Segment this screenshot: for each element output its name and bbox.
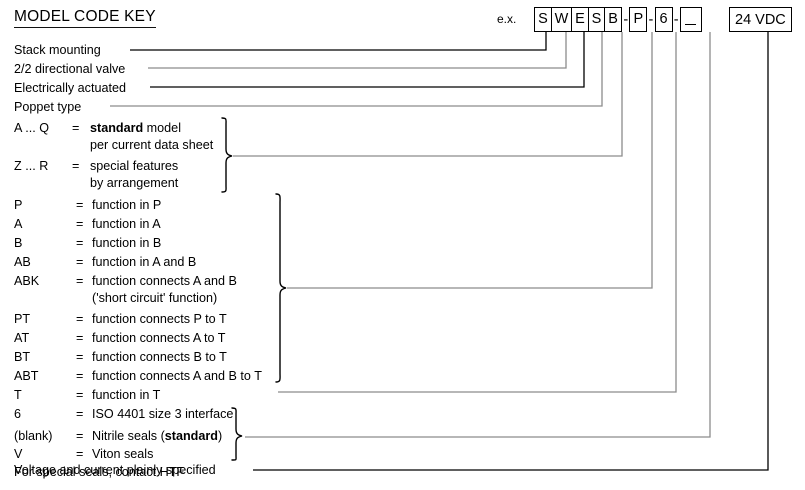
text-standard-bold: standard bbox=[90, 121, 144, 135]
code-separator-3: - bbox=[673, 11, 679, 28]
code-box-w[interactable]: W bbox=[550, 7, 573, 32]
code-separator-1: - bbox=[623, 11, 629, 28]
row-function-at: AT = function connects A to T bbox=[14, 332, 226, 345]
code-box-b[interactable]: B bbox=[604, 7, 623, 32]
row-function-ab: AB = function in A and B bbox=[14, 256, 196, 269]
page-title: MODEL CODE KEY bbox=[14, 8, 156, 28]
equals-sign: = bbox=[76, 274, 84, 288]
blank-underscore-icon bbox=[685, 14, 697, 25]
equals-sign: = bbox=[76, 447, 84, 461]
equals-sign: = bbox=[76, 429, 84, 443]
label-by-arrangement: by arrangement bbox=[90, 176, 179, 190]
label-per-current-data-sheet: per current data sheet bbox=[90, 138, 214, 152]
row-iso-interface: 6 = ISO 4401 size 3 interface bbox=[14, 408, 233, 421]
text-special-features: special features bbox=[90, 159, 179, 173]
text-iso-interface: ISO 4401 size 3 interface bbox=[92, 407, 234, 421]
code-z-r: Z ... R bbox=[14, 159, 49, 173]
row-function-b: B = function in B bbox=[14, 237, 161, 250]
code-bt: BT bbox=[14, 350, 31, 364]
text-nitrile-post: ) bbox=[217, 429, 223, 443]
text-function-t: function in T bbox=[92, 388, 161, 402]
code-box-s2[interactable]: S bbox=[587, 7, 606, 32]
equals-sign: = bbox=[72, 121, 80, 135]
code-abk: ABK bbox=[14, 274, 40, 288]
label-stack-mounting: Stack mounting bbox=[14, 43, 101, 57]
equals-sign: = bbox=[76, 331, 84, 345]
code-a: A bbox=[14, 217, 23, 231]
code-6: 6 bbox=[14, 407, 22, 421]
text-function-abt: function connects A and B to T bbox=[92, 369, 262, 383]
row-viton-seals: V = Viton seals bbox=[14, 448, 153, 461]
row-function-bt: BT = function connects B to T bbox=[14, 351, 227, 364]
brace-seals bbox=[231, 407, 243, 461]
equals-sign: = bbox=[76, 217, 84, 231]
code-blank: (blank) bbox=[14, 429, 53, 443]
code-box-voltage[interactable]: 24 VDC bbox=[729, 7, 792, 32]
label-directional-valve: 2/2 directional valve bbox=[14, 62, 126, 76]
text-model-rest: model bbox=[143, 121, 181, 135]
code-a-q: A ... Q bbox=[14, 121, 49, 135]
equals-sign: = bbox=[76, 407, 84, 421]
brace-function-list bbox=[275, 193, 287, 383]
text-function-abk: function connects A and B bbox=[92, 274, 237, 288]
code-at: AT bbox=[14, 331, 30, 345]
text-viton-seals: Viton seals bbox=[92, 447, 154, 461]
code-box-blank[interactable] bbox=[679, 7, 702, 32]
row-special-features: Z ... R = special features bbox=[14, 160, 178, 173]
label-voltage-note: Voltage and current plainly specified bbox=[14, 463, 216, 477]
text-function-b: function in B bbox=[92, 236, 162, 250]
code-box-s1[interactable]: S bbox=[534, 7, 552, 32]
row-function-a: A = function in A bbox=[14, 218, 161, 231]
label-short-circuit-function: ('short circuit' function) bbox=[92, 291, 218, 305]
equals-sign: = bbox=[76, 350, 84, 364]
text-function-a: function in A bbox=[92, 217, 161, 231]
code-abt: ABT bbox=[14, 369, 39, 383]
row-function-pt: PT = function connects P to T bbox=[14, 313, 227, 326]
text-function-at: function connects A to T bbox=[92, 331, 226, 345]
row-nitrile-seals: (blank) = Nitrile seals (standard) bbox=[14, 430, 222, 443]
label-poppet-type: Poppet type bbox=[14, 100, 82, 114]
code-box-6[interactable]: 6 bbox=[654, 7, 673, 32]
row-function-t: T = function in T bbox=[14, 389, 160, 402]
equals-sign: = bbox=[76, 388, 84, 402]
model-code-boxes: S W E S B - P - 6 - bbox=[534, 7, 702, 32]
code-p: P bbox=[14, 198, 23, 212]
code-t: T bbox=[14, 388, 22, 402]
equals-sign: = bbox=[76, 198, 84, 212]
equals-sign: = bbox=[76, 369, 84, 383]
example-label: e.x. bbox=[497, 12, 517, 26]
equals-sign: = bbox=[76, 236, 84, 250]
code-box-e[interactable]: E bbox=[570, 7, 589, 32]
row-standard-model: A ... Q = standard model bbox=[14, 122, 181, 135]
brace-standard-special bbox=[221, 117, 233, 193]
text-function-pt: function connects P to T bbox=[92, 312, 227, 326]
row-function-p: P = function in P bbox=[14, 199, 161, 212]
row-function-abt: ABT = function connects A and B to T bbox=[14, 370, 262, 383]
code-ab: AB bbox=[14, 255, 31, 269]
equals-sign: = bbox=[76, 312, 84, 326]
label-special-seals-contact: For special seals, contact HTF bbox=[14, 465, 185, 479]
label-electrically-actuated: Electrically actuated bbox=[14, 81, 126, 95]
code-pt: PT bbox=[14, 312, 31, 326]
text-nitrile-pre: Nitrile seals ( bbox=[92, 429, 165, 443]
equals-sign: = bbox=[72, 159, 80, 173]
code-box-p[interactable]: P bbox=[629, 7, 648, 32]
code-b: B bbox=[14, 236, 23, 250]
text-function-ab: function in A and B bbox=[92, 255, 197, 269]
row-function-abk: ABK = function connects A and B bbox=[14, 275, 237, 288]
text-function-p: function in P bbox=[92, 198, 162, 212]
text-standard-bold: standard bbox=[164, 429, 218, 443]
equals-sign: = bbox=[76, 255, 84, 269]
text-function-bt: function connects B to T bbox=[92, 350, 227, 364]
code-v: V bbox=[14, 447, 23, 461]
code-separator-2: - bbox=[648, 11, 654, 28]
